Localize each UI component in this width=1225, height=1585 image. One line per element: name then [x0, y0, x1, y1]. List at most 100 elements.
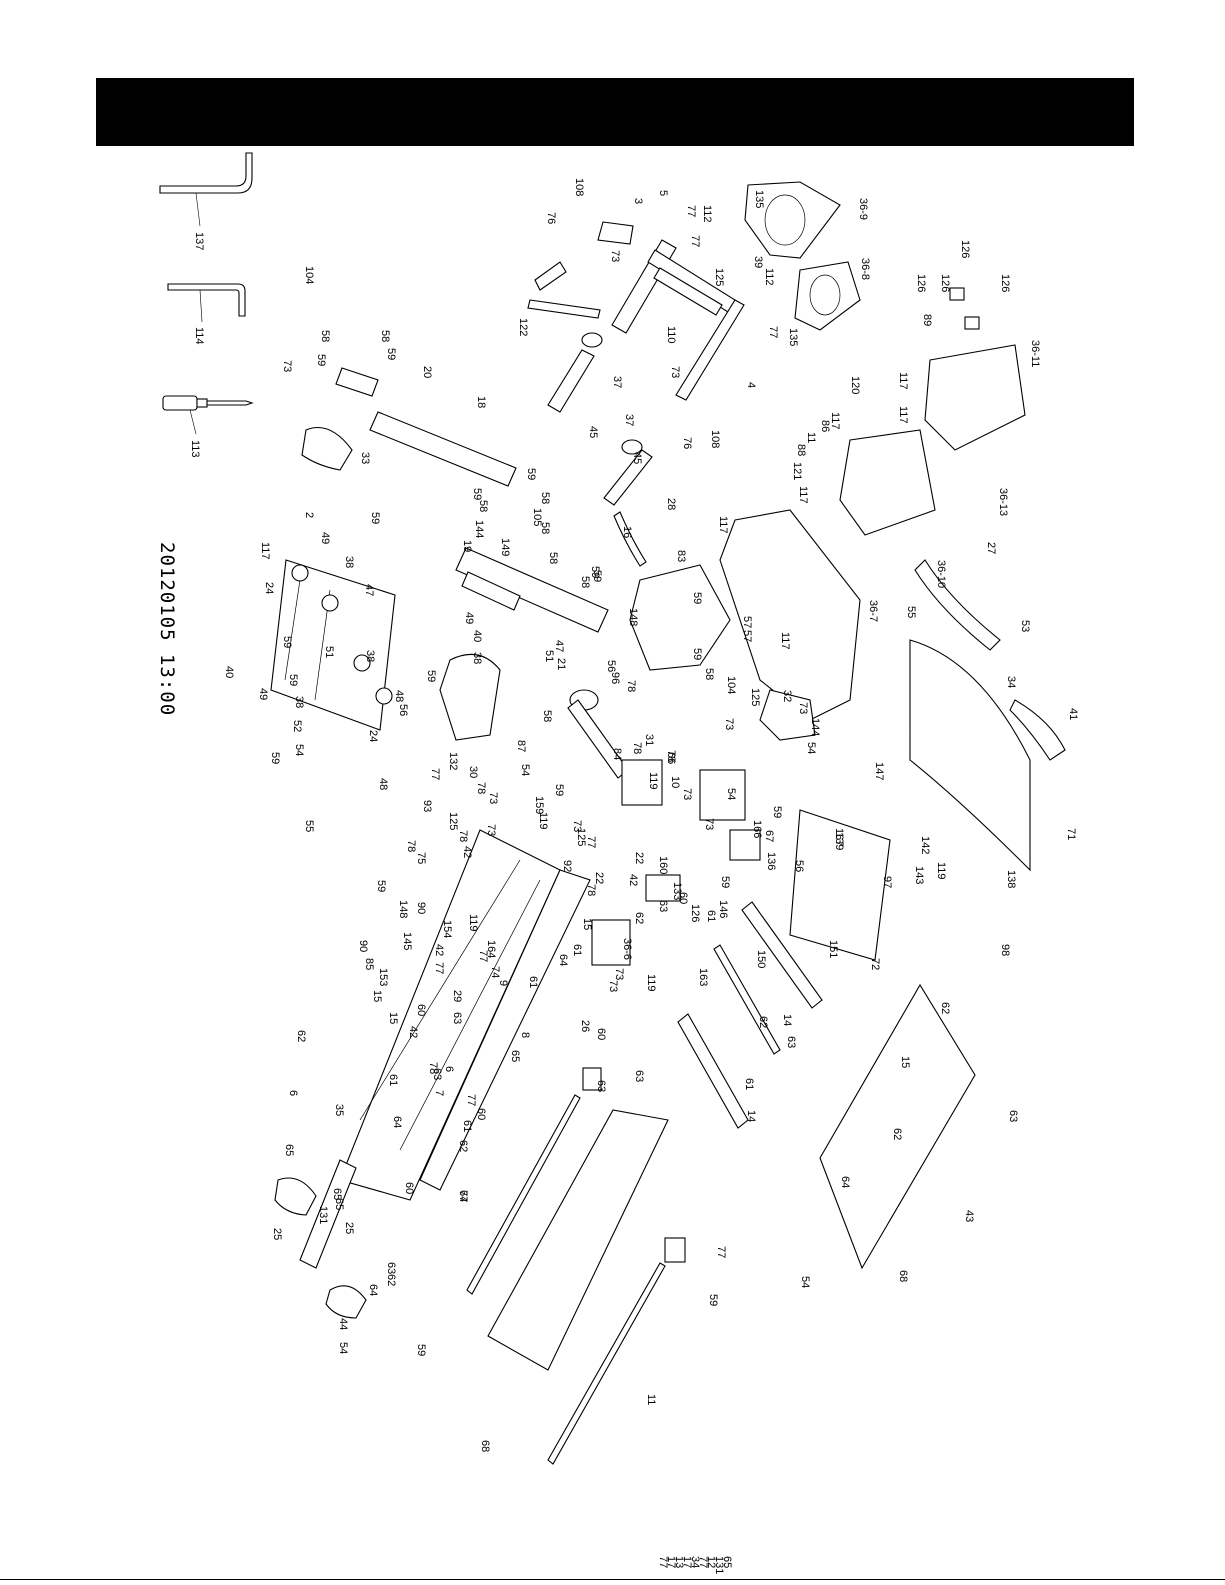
- part-callout-271: 12: [705, 1556, 717, 1568]
- part-callout-254: 64: [367, 1284, 379, 1296]
- part-callout-83: 59: [281, 636, 293, 648]
- part-callout-80: 38: [343, 556, 355, 568]
- part-callout-217: 62: [939, 1002, 951, 1014]
- part-callout-267: 13: [673, 1556, 685, 1568]
- part-callout-143: 56: [793, 860, 805, 872]
- part-callout-268: 17: [681, 1556, 693, 1568]
- part-callout-184: 60: [677, 892, 689, 904]
- part-callout-30: 117: [897, 372, 909, 390]
- part-callout-86: 59: [287, 674, 299, 686]
- part-callout-248: 65: [333, 1198, 345, 1210]
- part-callout-246: 65: [283, 1144, 295, 1156]
- part-callout-145: 147: [873, 762, 885, 780]
- part-callout-70: 59: [691, 592, 703, 604]
- part-callout-56: 59: [525, 468, 537, 480]
- part-callout-193: 73: [607, 980, 619, 992]
- part-callout-265: 77: [657, 1556, 669, 1568]
- part-callout-108: 58: [703, 668, 715, 680]
- part-callout-161: 73: [485, 824, 497, 836]
- part-callout-119: 34: [1005, 676, 1017, 688]
- part-callout-45: 18: [475, 396, 487, 408]
- part-callout-262: 54: [799, 1276, 811, 1288]
- screwdriver-icon: [162, 395, 254, 435]
- part-callout-115: 54: [805, 742, 817, 754]
- part-callout-124: 31: [643, 734, 655, 746]
- part-callout-0: 108: [573, 178, 585, 196]
- part-callout-51: 16: [621, 526, 633, 538]
- part-callout-101: 51: [543, 650, 555, 662]
- part-callout-232: 60: [403, 1182, 415, 1194]
- main-frame: [299, 829, 591, 1269]
- part-callout-236: 63: [633, 1070, 645, 1082]
- part-callout-239: 63: [1007, 1110, 1019, 1122]
- part-callout-123: 78: [625, 680, 637, 692]
- part-callout-110: 32: [781, 690, 793, 702]
- part-callout-167: 92: [561, 860, 573, 872]
- part-callout-128: 66: [665, 752, 677, 764]
- part-callout-183: 63: [657, 900, 669, 912]
- part-callout-225: 8: [519, 1032, 531, 1038]
- part-callout-190: 36-6: [621, 938, 633, 960]
- part-callout-205: 9: [497, 980, 509, 986]
- part-callout-113: 125: [749, 688, 761, 706]
- part-callout-188: 61: [571, 944, 583, 956]
- console-covers: [744, 181, 1026, 536]
- part-callout-131: 67: [763, 830, 775, 842]
- part-callout-26: 45: [587, 426, 599, 438]
- part-callout-162: 78: [457, 830, 469, 842]
- part-callout-38: 104: [303, 266, 315, 284]
- part-callout-187: 15: [581, 918, 593, 930]
- part-callout-84: 40: [223, 666, 235, 678]
- part-callout-31: 117: [897, 406, 909, 424]
- part-callout-214: 62: [757, 1016, 769, 1028]
- part-callout-273: 65: [721, 1556, 733, 1568]
- part-callout-258: 68: [479, 1440, 491, 1452]
- part-callout-253: 62: [385, 1274, 397, 1286]
- part-callout-245: 77: [457, 1190, 469, 1202]
- part-callout-176: 90: [415, 902, 427, 914]
- part-callout-63: 149: [499, 538, 511, 556]
- part-callout-13: 36-8: [859, 258, 871, 280]
- part-callout-216: 63: [785, 1036, 797, 1048]
- part-callout-168: 22: [593, 872, 605, 884]
- part-callout-9: 77: [689, 235, 701, 247]
- part-callout-7: 76: [545, 212, 557, 224]
- part-callout-228: 60: [475, 1108, 487, 1120]
- part-callout-36: 121: [791, 462, 803, 480]
- part-callout-204: 74: [489, 966, 501, 978]
- part-callout-88: 51: [323, 646, 335, 658]
- console-housing: [629, 509, 1066, 872]
- part-callout-1: 3: [632, 198, 644, 204]
- part-callout-72: 57: [741, 616, 753, 628]
- part-callout-102: 47: [553, 640, 565, 652]
- part-callout-87: 38: [293, 696, 305, 708]
- part-callout-71: 57: [741, 630, 753, 642]
- part-callout-272: 131: [713, 1556, 725, 1574]
- part-callout-169: 42: [627, 874, 639, 886]
- tool-label-114: 114: [193, 327, 205, 345]
- part-callout-156: 78: [475, 782, 487, 794]
- part-callout-166: 77: [585, 836, 597, 848]
- part-callout-89: 38: [364, 650, 376, 662]
- part-callout-256: 54: [337, 1342, 349, 1354]
- part-callout-42: 59: [385, 348, 397, 360]
- handlebar-assembly: [527, 221, 745, 401]
- part-callout-62: 105: [531, 508, 543, 526]
- part-callout-37: 117: [797, 486, 809, 504]
- part-callout-85: 49: [257, 688, 269, 700]
- part-callout-34: 11: [805, 432, 817, 443]
- part-callout-140: 73: [703, 818, 715, 830]
- part-callout-28: 108: [709, 430, 721, 448]
- part-callout-159: 93: [421, 800, 433, 812]
- part-callout-212: 60: [595, 1028, 607, 1040]
- part-callout-21: 126: [939, 274, 951, 292]
- part-callout-65: 58: [547, 552, 559, 564]
- part-callout-103: 21: [555, 658, 567, 670]
- part-callout-198: 72: [869, 958, 881, 970]
- part-callout-223: 7: [433, 1090, 445, 1096]
- part-callout-266: 17: [665, 1556, 677, 1568]
- part-callout-61: 144: [473, 520, 485, 538]
- part-callout-126: 78: [665, 750, 677, 762]
- part-callout-104: 58: [541, 710, 553, 722]
